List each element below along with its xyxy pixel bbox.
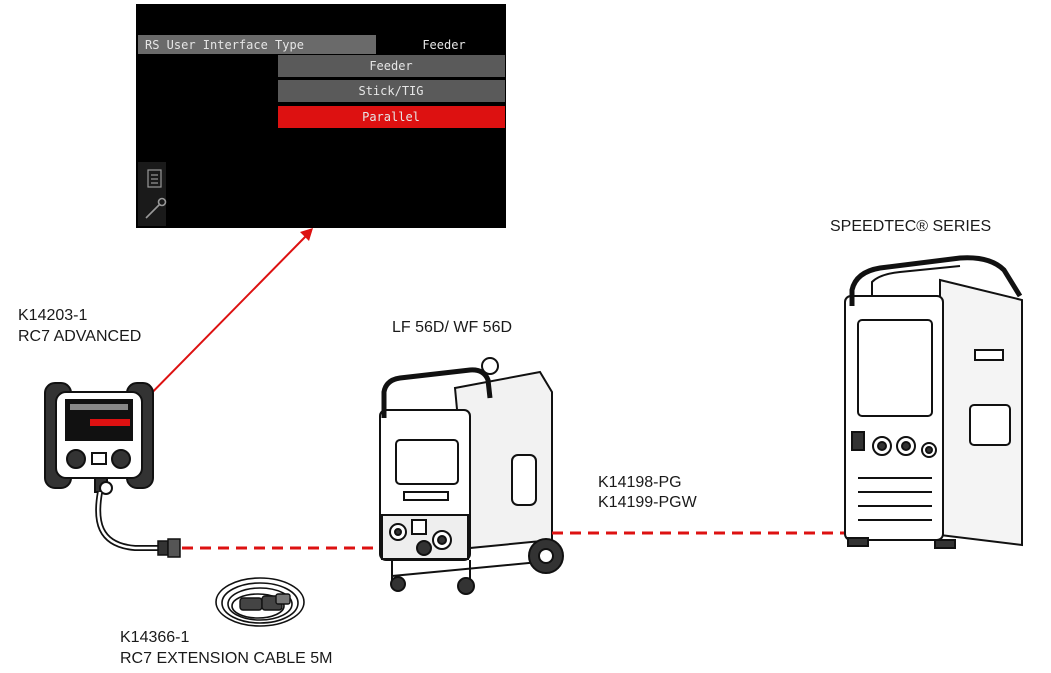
menu-option-feeder-label: Feeder [369, 59, 412, 73]
menu-option-feeder[interactable] [278, 55, 505, 77]
menu-option-stick-tig-label: Stick/TIG [358, 84, 423, 98]
speedtec-power-source [844, 255, 1023, 549]
extension-cable-connectors [239, 593, 291, 611]
power-source-name: SPEEDTEC® SERIES [830, 218, 991, 235]
remote-right-knob [111, 449, 131, 469]
rc7-remote-device [44, 382, 154, 495]
extension-part-number: K14366-1 [120, 629, 189, 646]
menu-option-parallel-label: Parallel [362, 110, 420, 124]
menu-option-stick-tig[interactable] [278, 80, 505, 102]
current-value: Feeder [422, 38, 465, 52]
remote-part-number: K14203-1 [18, 307, 87, 324]
wire-feeder-device [379, 357, 564, 595]
remote-pigtail-cable [95, 491, 160, 551]
extension-name: RC7 EXTENSION CABLE 5M [120, 650, 333, 667]
remote-left-knob [66, 449, 86, 469]
parameter-label-bar [138, 35, 376, 54]
feeder-name: LF 56D/ WF 56D [392, 319, 512, 336]
display-inset: RS User Interface Type Feeder Feeder Sti… [136, 4, 506, 228]
menu-option-parallel[interactable] [278, 106, 505, 128]
display-sidebar [138, 162, 166, 226]
remote-connector [157, 538, 181, 558]
interconnect-cable-line2: K14199-PGW [598, 494, 698, 511]
extension-cable-coil [215, 577, 305, 627]
remote-name: RC7 ADVANCED [18, 328, 141, 345]
document-icon [147, 169, 162, 188]
remote-center-button [91, 452, 107, 465]
wrench-icon [145, 197, 167, 219]
callout-arrow [130, 228, 313, 415]
parameter-label: RS User Interface Type [145, 38, 304, 52]
interconnect-cable-line1: K14198-PG [598, 474, 682, 491]
